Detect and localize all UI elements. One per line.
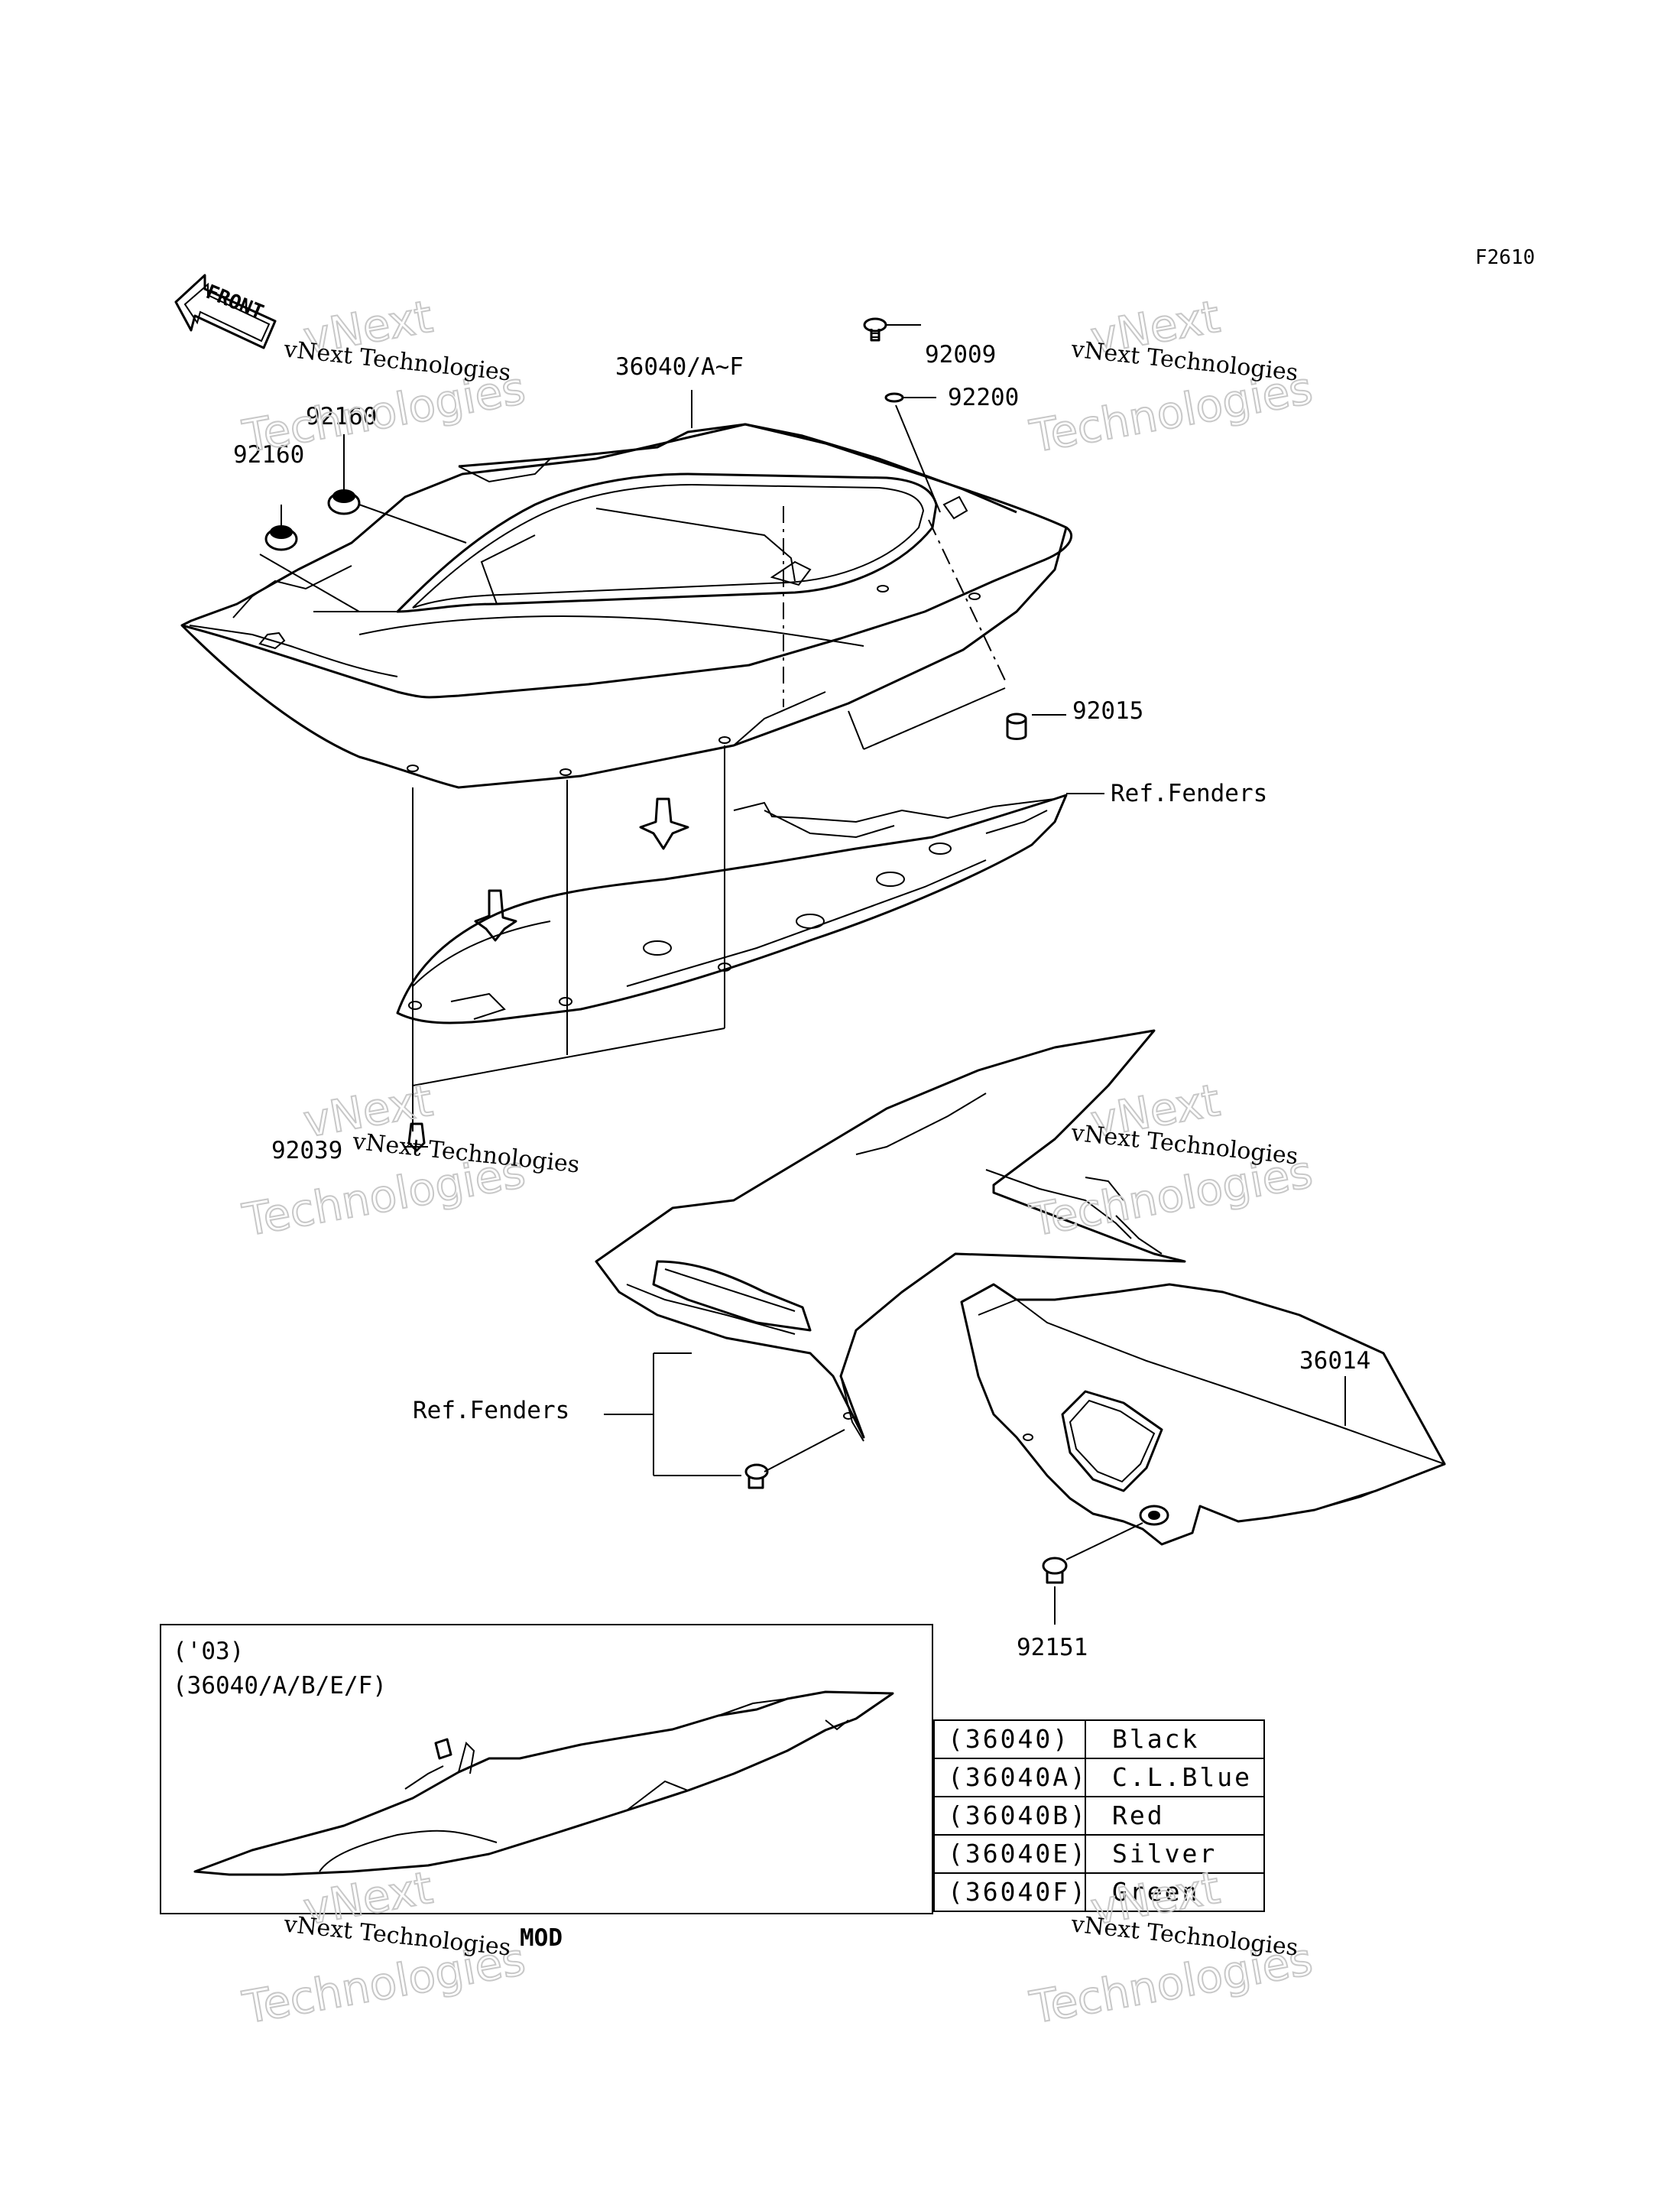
table-row: (36040B) Red [948,1800,1165,1830]
table-cell-code: (36040A) [948,1762,1088,1792]
table-row: (36040A) C.L.Blue [948,1762,1252,1792]
watermark-bottom-left: vNext Technologies vNext Technologies [238,1861,530,2034]
color-table: (36040) Black (36040A) C.L.Blue (36040B)… [933,1719,1265,1912]
callout-ref-fenders-upper: Ref.Fenders [1111,780,1267,807]
table-cell-color: C.L.Blue [1112,1762,1252,1792]
seat-cover-36040 [180,423,1073,789]
table-cell-code: (36040) [948,1724,1070,1754]
table-cell-color: Green [1112,1877,1199,1907]
rear-fender-undertray [396,794,1068,1024]
table-row: (36040F) Green [948,1877,1199,1907]
grommet-92160-b-icon [327,489,361,515]
callout-bolt-top: 92009 [925,341,996,368]
watermark-top-left: vNext Technologies vNext Technologies [238,290,530,463]
bolt-92151-icon [1042,1557,1068,1584]
callout-clip-lower: 92039 [271,1137,342,1164]
table-cell-code: (36040E) [948,1839,1088,1868]
inset-year: ('03) [173,1638,244,1665]
watermark-top-right: vNext Technologies vNext Technologies [1025,290,1317,463]
bolt-small-icon [744,1463,769,1489]
callout-cover-right: 36014 [1299,1347,1370,1375]
callout-washer-top: 92200 [948,384,1019,411]
callout-ref-fenders-lower: Ref.Fenders [413,1397,569,1424]
callout-grommet-a: 92160 [233,441,304,469]
callout-grommet-b: 92160 [306,403,377,430]
callout-seat-cover: 36040/A~F [615,353,744,381]
table-cell-color: Red [1112,1800,1165,1830]
grommet-92160-a-icon [264,525,298,551]
rear-fender-lower [595,1029,1186,1442]
table-cell-code: (36040B) [948,1800,1088,1830]
watermark-mid-right: vNext Technologies vNext Technologies [1025,1073,1317,1247]
table-row: (36040E) Silver [948,1839,1217,1868]
figure-code: F2610 [1475,246,1535,269]
front-arrow-icon: FRONT [174,274,277,349]
footer-note: MOD [520,1924,563,1952]
bolt-92009-icon [863,317,887,342]
chain-cover-36014 [960,1283,1446,1546]
clip-92039-icon [405,1122,428,1152]
table-cell-color: Black [1112,1724,1199,1754]
washer-92200-icon [884,392,904,403]
callout-nut-right: 92015 [1072,697,1143,725]
table-row: (36040) Black [948,1724,1199,1754]
inset-parts: (36040/A/B/E/F) [173,1672,387,1700]
table-cell-code: (36040F) [948,1877,1088,1907]
nut-92015-icon [1006,713,1027,740]
table-cell-color: Silver [1112,1839,1217,1868]
callout-bolt-lower: 92151 [1017,1634,1088,1661]
inset-03-box: ('03) (36040/A/B/E/F) [160,1624,933,1914]
